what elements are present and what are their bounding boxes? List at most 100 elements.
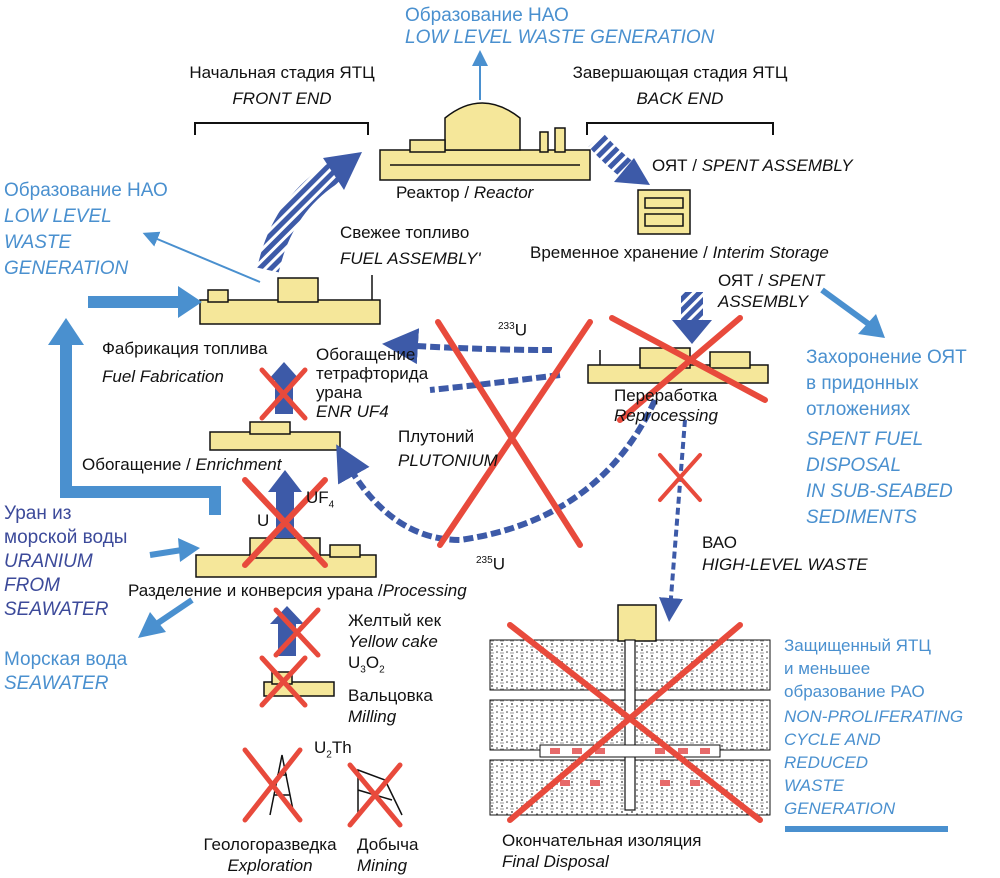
fabrication-label: Фабрикация топлива Fuel Fabrication (102, 337, 267, 389)
seabed-en1: SPENT FUEL (806, 429, 924, 450)
uranium-sea-ru1: Уран из (4, 503, 72, 524)
plutonium-label: Плутоний PLUTONIUM (398, 425, 498, 473)
interim-en: Interim Storage (712, 243, 829, 262)
reactor-en: Reactor (473, 183, 534, 202)
yellow-cake-label: Желтый кек Yellow cake U3O2 (348, 610, 441, 680)
protected-ru2: и меньшее (784, 659, 871, 678)
uf4-label: UF4 (306, 487, 334, 515)
fabrication-en: Fuel Fabrication (102, 367, 224, 386)
interim-ru: Временное хранение (530, 243, 699, 262)
yellow-cake-ru: Желтый кек (348, 611, 442, 630)
reprocessing-en: Reprocessing (614, 406, 718, 425)
milling-ru: Вальцовка (348, 686, 433, 705)
fabrication-to-reactor-arrow (257, 162, 342, 273)
uranium-seawater-label: Уран из морской воды URANIUM FROM SEAWAT… (4, 502, 127, 622)
u2th-sub: 2 (326, 749, 332, 761)
fresh-fuel-label: Свежее топливо FUEL ASSEMBLY' (340, 222, 481, 269)
seawater-loop-line (60, 340, 221, 515)
enr-uf4-label: Обогащение тетрафторида урана ENR UF4 (316, 345, 428, 421)
enr-uf4-ru3: урана (316, 383, 363, 402)
reactor-sep: / (459, 183, 474, 202)
seawater-label: Морская вода SEAWATER (4, 648, 127, 696)
seabed-en3: IN SUB-SEABED (806, 481, 953, 502)
spent-assembly-sep: / (687, 156, 702, 175)
u-label: U (257, 511, 270, 530)
processing-plant-icon (195, 537, 377, 578)
processing-label: Разделение и конверсия урана /Processing (128, 580, 467, 601)
final-disposal-en: Final Disposal (502, 852, 609, 871)
spent-assembly-2-ru: ОЯТ / (718, 271, 768, 290)
top-lw-ru: Образование НАО (405, 5, 569, 26)
protected-en2: CYCLE AND (784, 730, 881, 749)
seawater-ru: Морская вода (4, 649, 128, 670)
hlw-label: ВАО HIGH-LEVEL WASTE (702, 532, 868, 576)
uranium-sea-ru2: морской воды (4, 527, 128, 548)
reprocessing-ru: Переработка (614, 386, 718, 405)
u2th-label: U2Th (314, 737, 352, 765)
u3o2-u: U (348, 653, 361, 672)
seabed-ru1: Захоронение ОЯТ (806, 347, 967, 368)
spent-assembly-2-en1: SPENT (767, 271, 825, 290)
hlw-arrow (658, 419, 687, 622)
left-lw-ru: Образование НАО (4, 180, 168, 201)
seabed-arrow (820, 287, 872, 328)
front-end-label: Начальная стадия ЯТЦ FRONT END (172, 62, 392, 109)
reprocessing-to-enrichment-arc (429, 372, 561, 393)
interim-to-reprocessing-arrowhead (672, 320, 712, 344)
seawater-uranium-arrow (149, 547, 183, 558)
front-end-en: FRONT END (232, 89, 332, 108)
reactor-to-spent-arrowhead (614, 158, 650, 185)
milling-en: Milling (348, 707, 397, 726)
fresh-fuel-en: FUEL ASSEMBLY' (340, 249, 481, 268)
spent-assembly-2-label: ОЯТ / SPENT ASSEMBLY (718, 270, 824, 312)
top-lw-label: Образование НАО (405, 4, 569, 28)
seabed-ru2: в придонных (806, 373, 919, 394)
uf4-sub: 4 (328, 499, 335, 511)
interim-sep: / (698, 243, 713, 262)
spent-assembly-2-en2: ASSEMBLY (718, 292, 809, 311)
left-lw-en3: GENERATION (4, 258, 129, 279)
spent-assembly-en: SPENT ASSEMBLY (701, 156, 853, 175)
top-lw-en: LOW LEVEL WASTE GENERATION (405, 27, 715, 48)
plutonium-en: PLUTONIUM (398, 451, 498, 470)
protected-en3: REDUCED (784, 753, 869, 772)
milling-label: Вальцовка Milling (348, 685, 433, 727)
interim-storage-icon (637, 189, 691, 235)
fuel-fabrication-plant-icon (199, 275, 381, 325)
u2th-th: Th (331, 738, 352, 757)
seabed-ru3: отложениях (806, 399, 911, 420)
processing-en: Processing (382, 581, 467, 600)
uranium-sea-en3: SEAWATER (4, 599, 109, 620)
u235-sym: U (492, 554, 505, 574)
seawater-en: SEAWATER (4, 673, 109, 694)
enr-uf4-en: ENR UF4 (316, 402, 389, 421)
enrichment-plant-icon (209, 421, 341, 451)
fabrication-ru: Фабрикация топлива (102, 339, 268, 358)
seabed-label: Захоронение ОЯТ в придонных отложениях S… (806, 345, 967, 531)
mining-label: Добыча Mining (357, 834, 418, 876)
uranium-sea-en1: URANIUM (4, 551, 93, 572)
front-end-bracket (194, 122, 369, 135)
protected-en4: WASTE (784, 776, 845, 795)
seabed-en4: SEDIMENTS (806, 507, 917, 528)
fabrication-to-reactor-arrowhead (323, 152, 362, 190)
protected-cycle-label: Защищенный ЯТЦ и меньшее образование РАО… (784, 634, 963, 820)
reactor-ru: Реактор (396, 183, 460, 202)
enrichment-label: Обогащение / Enrichment (82, 454, 281, 475)
hlw-ru: ВАО (702, 533, 737, 552)
processing-to-seawater-arrow (153, 597, 194, 628)
final-disposal-ru: Окончательная изоляция (502, 831, 702, 850)
spent-assembly-ru: ОЯТ (652, 156, 688, 175)
exploration-label: Геологоразведка Exploration (180, 834, 360, 876)
yellow-cake-en: Yellow cake (348, 632, 438, 651)
plutonium-ru: Плутоний (398, 427, 475, 446)
u2th-u: U (314, 738, 327, 757)
u3o2-o: O (365, 653, 380, 672)
u233-label: 233U (498, 316, 527, 341)
final-disposal-label: Окончательная изоляция Final Disposal (502, 830, 701, 872)
left-lw-en2: WASTE (4, 232, 72, 253)
protected-ru3: образование РАО (784, 682, 925, 701)
reactor-building-icon (379, 102, 591, 181)
enr-uf4-ru2: тетрафторида (316, 364, 429, 383)
